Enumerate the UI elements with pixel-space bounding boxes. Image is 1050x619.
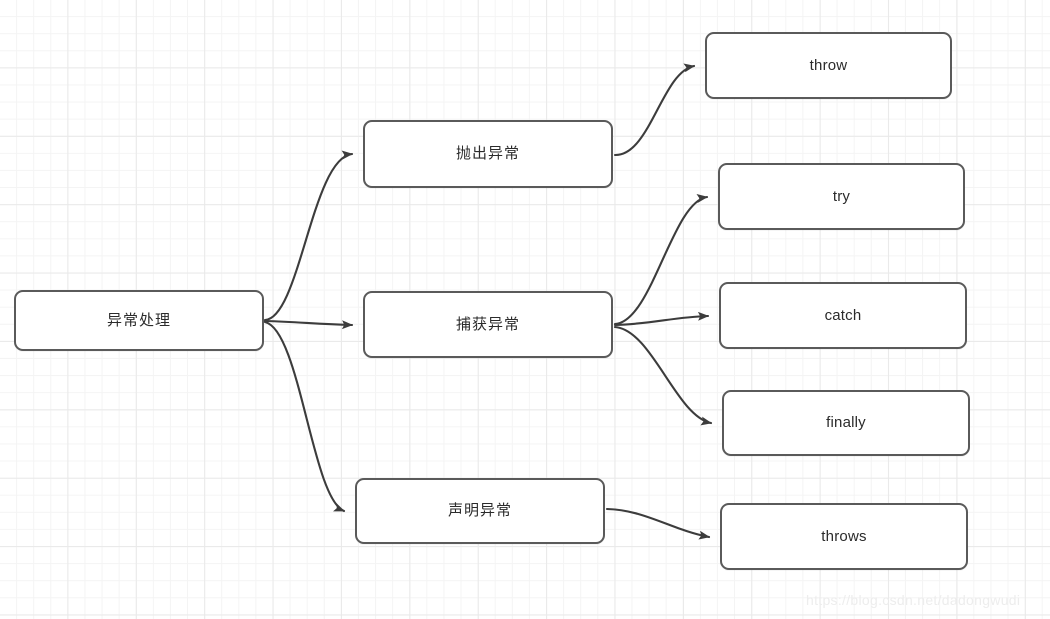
node-root[interactable]: 异常处理 <box>14 290 264 351</box>
edge-throw_ex-to-throw_kw <box>613 63 696 157</box>
edge-root-to-catch_ex <box>263 319 354 330</box>
edge-root-to-throw_ex <box>263 150 354 322</box>
watermark-text: https://blog.csdn.net/dadongwudi <box>806 592 1021 608</box>
node-finally-keyword-label: finally <box>826 414 866 431</box>
edge-catch_ex-to-try_kw <box>613 193 709 326</box>
edge-declare_ex-to-throws_kw <box>605 507 711 540</box>
node-try-keyword[interactable]: try <box>718 163 965 230</box>
node-try-keyword-label: try <box>832 187 851 205</box>
node-catch-exception[interactable]: 捕获异常 <box>363 291 613 358</box>
node-throw-keyword-label: throw <box>809 56 848 74</box>
node-throw-exception-label: 抛出异常 <box>455 145 520 162</box>
node-catch-keyword[interactable]: catch <box>719 282 967 349</box>
node-root-label: 异常处理 <box>106 311 171 329</box>
node-catch-exception-label: 捕获异常 <box>455 315 520 333</box>
edge-root-to-declare_ex <box>263 320 346 513</box>
node-declare-exception-label: 声明异常 <box>447 502 512 519</box>
node-finally-keyword[interactable]: finally <box>722 390 970 456</box>
node-throws-keyword[interactable]: throws <box>720 503 968 570</box>
edge-catch_ex-to-finally_kw <box>613 325 713 426</box>
node-throw-keyword[interactable]: throw <box>705 32 952 99</box>
edge-catch_ex-to-catch_kw <box>613 311 710 327</box>
node-catch-keyword-label: catch <box>824 306 862 324</box>
node-throw-exception[interactable]: 抛出异常 <box>363 120 613 188</box>
node-throws-keyword-label: throws <box>821 527 867 545</box>
node-declare-exception[interactable]: 声明异常 <box>355 478 605 544</box>
